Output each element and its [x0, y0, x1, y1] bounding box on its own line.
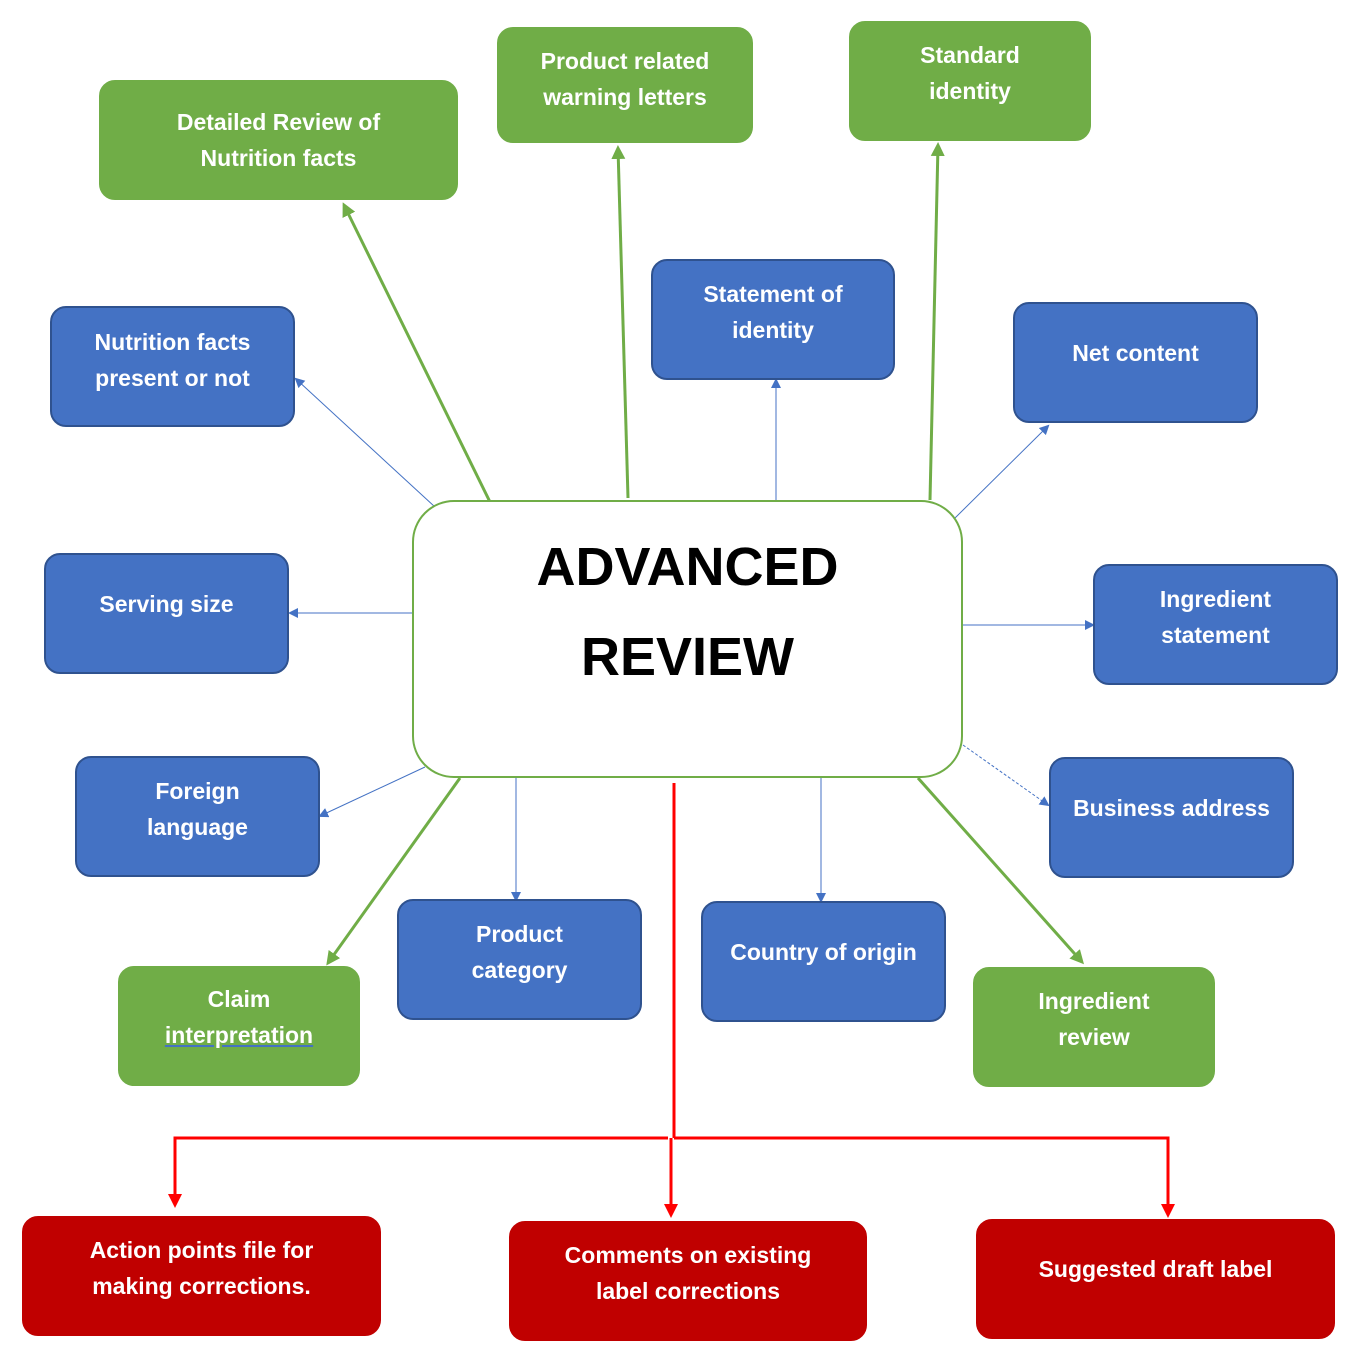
arrow-to-claim-interpretation [326, 777, 462, 966]
foreign-language-label: Foreign language [147, 778, 248, 840]
action-points-label: Action points file for making correction… [89, 1237, 314, 1299]
statement-identity-label: Statement of identity [703, 281, 843, 343]
net-content-node: Net content [1013, 302, 1258, 423]
ingredient-statement-label: Ingredient statement [1159, 586, 1272, 648]
comments-node: Comments on existing label corrections [509, 1221, 867, 1341]
arrow-to-foreign-language [318, 766, 426, 818]
business-address-node: Business address [1049, 757, 1294, 878]
country-origin-node: Country of origin [701, 901, 946, 1022]
red-branch-left [168, 1136, 668, 1208]
arrow-to-nutrition-present [294, 377, 436, 508]
standard-identity-node: Standard identity [849, 21, 1091, 141]
comments-label: Comments on existing label corrections [564, 1242, 812, 1304]
action-points-node: Action points file for making correction… [22, 1216, 381, 1336]
arrow-to-detailed-review [342, 202, 492, 503]
arrow-to-standard-identity [928, 142, 945, 501]
product-category-label: Product category [471, 921, 568, 983]
ingredient-review-node: Ingredient review [973, 967, 1215, 1087]
product-category-node: Product category [397, 899, 642, 1020]
warning-letters-label: Product related warning letters [540, 48, 710, 110]
draft-label-label: Suggested draft label [1038, 1256, 1273, 1282]
arrow-to-ingredient-review [916, 777, 1084, 965]
draft-label-node: Suggested draft label [976, 1219, 1335, 1339]
warning-letters-node: Product related warning letters [497, 27, 753, 143]
net-content-label: Net content [1072, 339, 1199, 366]
ingredient-review-label: Ingredient review [1038, 988, 1150, 1050]
business-address-label: Business address [1073, 794, 1270, 821]
red-branch-right [674, 1136, 1175, 1218]
serving-size-label: Serving size [99, 590, 234, 617]
detailed-review-label: Detailed Review of Nutrition facts [176, 109, 381, 171]
serving-size-node: Serving size [44, 553, 289, 674]
advanced-review-label: ADVANCED REVIEW [536, 537, 839, 687]
foreign-language-node: Foreign language [75, 756, 320, 877]
nutrition-present-node: Nutrition facts present or not [50, 306, 295, 427]
advanced-review-node: ADVANCED REVIEW [412, 500, 963, 778]
statement-identity-node: Statement of identity [651, 259, 895, 380]
country-origin-label: Country of origin [730, 938, 917, 965]
arrow-to-warning-letters [611, 145, 630, 499]
arrow-to-net-content [954, 424, 1050, 519]
ingredient-statement-node: Ingredient statement [1093, 564, 1338, 685]
nutrition-present-label: Nutrition facts present or not [94, 329, 251, 391]
arrow-to-business-address [962, 744, 1050, 807]
standard-identity-label: Standard identity [920, 42, 1020, 104]
detailed-review-node: Detailed Review of Nutrition facts [99, 80, 458, 200]
